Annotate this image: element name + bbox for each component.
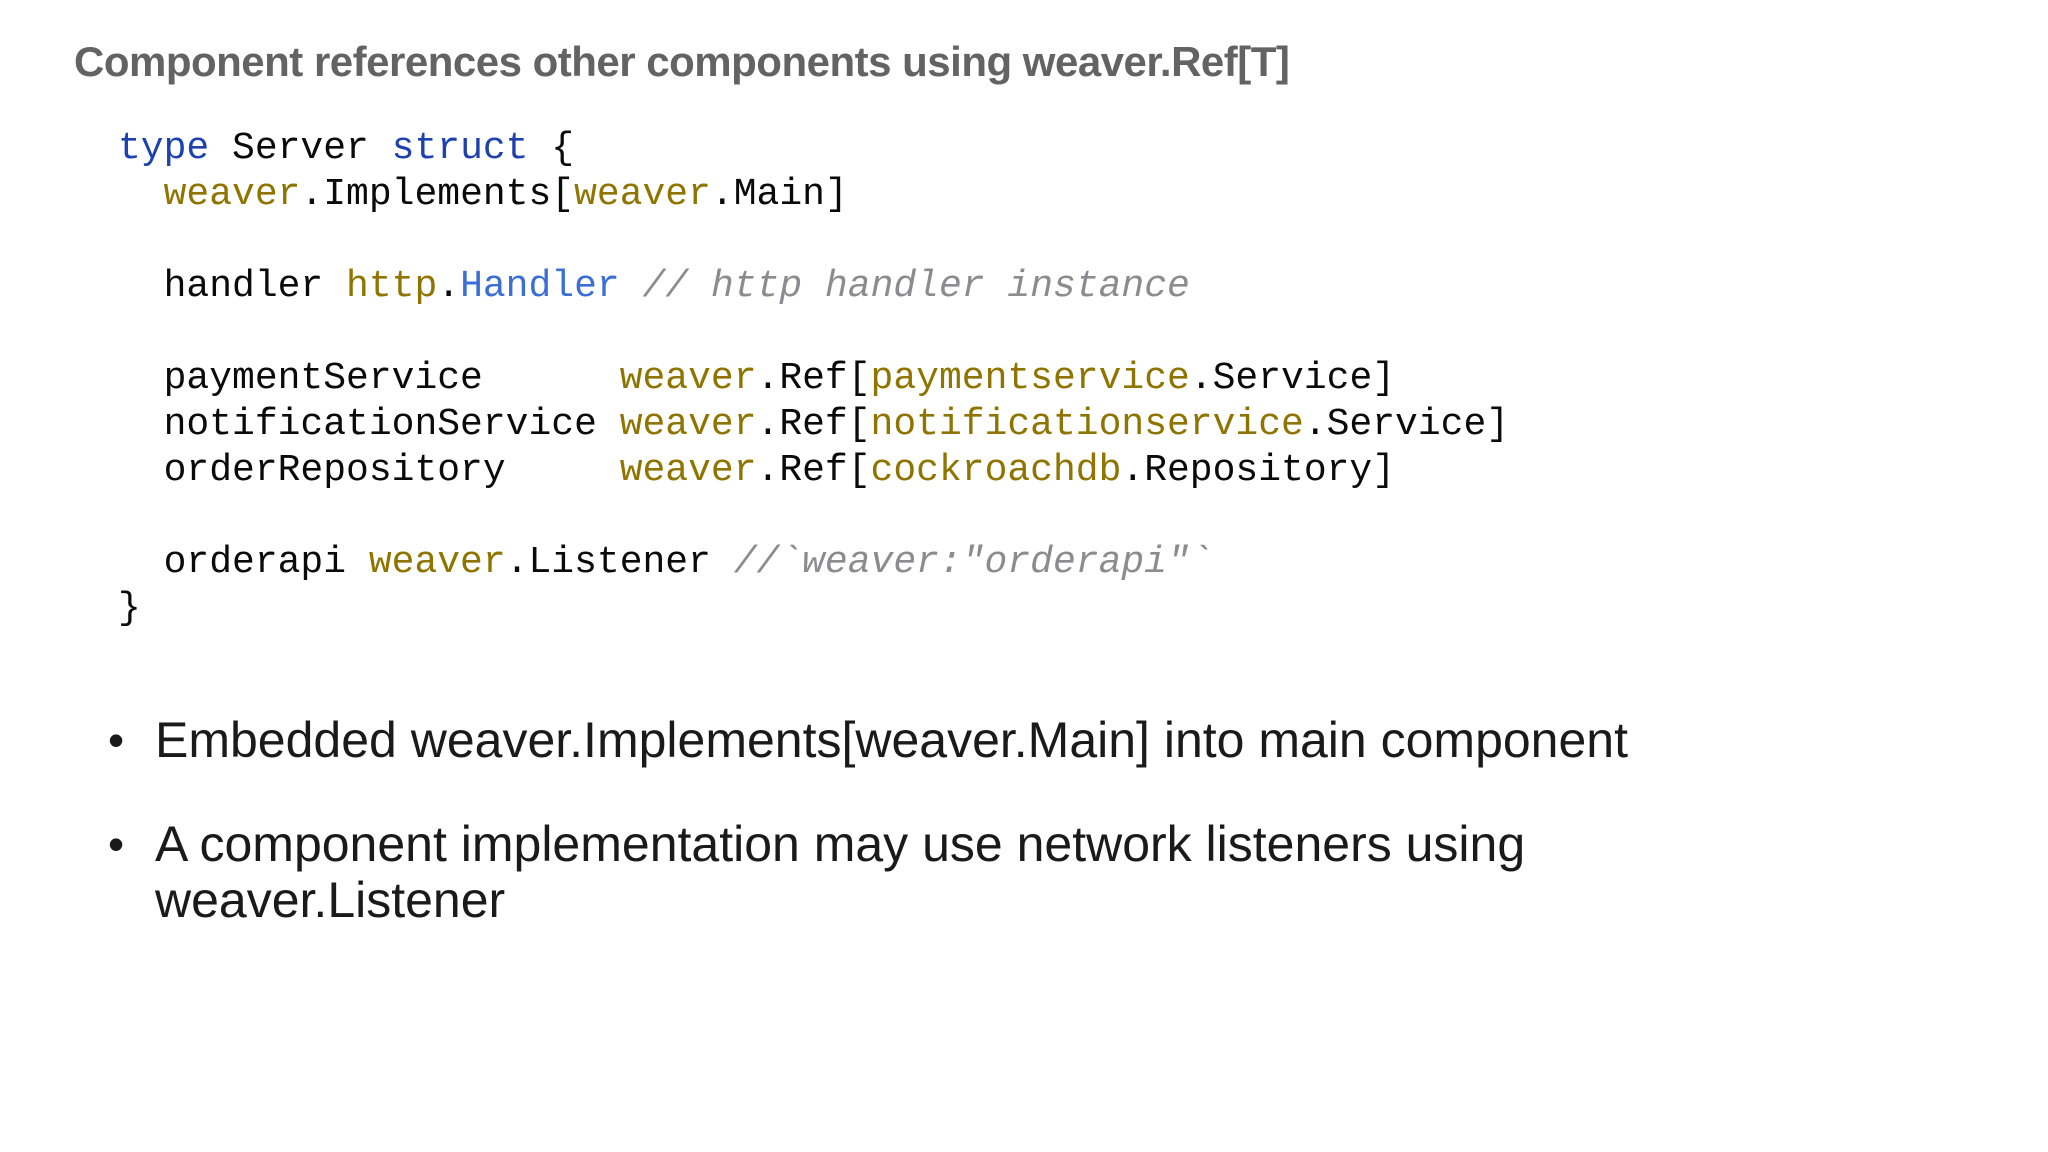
code-token-plain: notificationService [118,403,620,446]
bullet-item: • A component implementation may use netw… [108,816,1703,928]
code-token-plain: .Ref[ [756,357,871,400]
code-token-plain: .Repository] [1121,449,1396,492]
code-line [118,494,1509,540]
bullet-item: • Embedded weaver.Implements[weaver.Main]… [108,712,1703,768]
code-token-keyword: type [118,127,210,170]
code-token-plain: paymentService [118,357,620,400]
code-token-package: paymentservice [870,357,1190,400]
code-block: type Server struct { weaver.Implements[w… [118,126,1509,632]
code-token-keyword: struct [391,127,529,170]
code-token-package: weaver [163,173,301,216]
code-token-plain: { [528,127,575,170]
code-line: paymentService weaver.Ref[paymentservice… [118,356,1509,402]
code-token-package: cockroachdb [870,449,1122,492]
code-token-package: weaver [619,357,757,400]
code-token-plain: .Ref[ [756,403,871,446]
code-token-plain: orderapi [118,541,369,584]
code-token-comment: // http handler instance [642,265,1190,308]
code-token-package: weaver [619,403,757,446]
code-token-package: weaver [574,173,711,216]
code-line: handler http.Handler // http handler ins… [118,264,1509,310]
bullet-marker: • [108,818,125,870]
bullet-list: • Embedded weaver.Implements[weaver.Main]… [108,712,1703,976]
code-token-package: notificationservice [870,403,1304,446]
bullet-marker: • [108,714,125,766]
code-token-package: weaver [368,541,506,584]
code-token-comment: //`weaver:"orderapi"` [733,541,1213,584]
code-line: orderRepository weaver.Ref[cockroachdb.R… [118,448,1509,494]
code-token-plain [118,173,164,216]
code-token-plain: .Ref[ [756,449,871,492]
code-line: } [118,586,1509,632]
code-token-plain: . [437,265,461,308]
code-line: type Server struct { [118,126,1509,172]
code-token-plain: .Implements[ [300,173,575,216]
code-token-package: weaver [619,449,757,492]
code-token-plain [620,265,643,308]
code-token-plain: .Main] [710,173,848,216]
code-token-plain: } [118,587,141,630]
code-token-plain: .Service] [1189,357,1396,400]
code-token-type: Handler [460,265,620,308]
code-token-package: http [346,265,438,308]
bullet-text: A component implementation may use netwo… [155,816,1526,928]
code-token-plain: .Listener [505,541,734,584]
code-line: notificationService weaver.Ref[notificat… [118,402,1509,448]
slide-title: Component references other components us… [74,38,1290,85]
code-line [118,310,1509,356]
code-line: orderapi weaver.Listener //`weaver:"orde… [118,540,1509,586]
bullet-text: Embedded weaver.Implements[weaver.Main] … [155,712,1628,768]
code-token-plain: .Service] [1303,403,1510,446]
code-token-plain: Server [209,127,392,170]
code-line [118,218,1509,264]
code-line: weaver.Implements[weaver.Main] [118,172,1509,218]
code-token-plain: orderRepository [118,449,620,492]
code-token-plain: handler [118,265,347,308]
